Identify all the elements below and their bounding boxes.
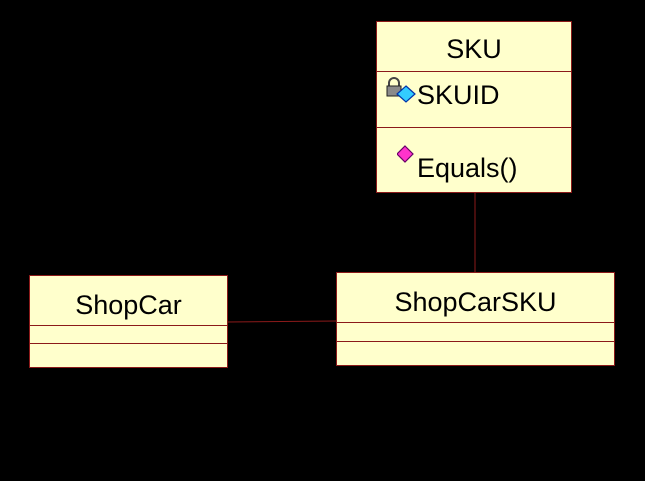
class-shopcarsku-operations: [337, 342, 614, 365]
operation-equals[interactable]: Equals(): [417, 153, 518, 183]
class-sku-name: SKU: [446, 34, 502, 64]
class-shopcarsku-divider: [337, 341, 614, 342]
class-shopcar-attributes: [30, 326, 227, 343]
class-sku-attributes: SKUID: [377, 72, 571, 127]
class-shopcarsku-name: ShopCarSKU: [394, 287, 557, 317]
attribute-skuid[interactable]: SKUID: [417, 80, 500, 110]
class-shopcar[interactable]: ShopCar: [29, 275, 228, 368]
class-shopcarsku[interactable]: ShopCarSKU: [336, 272, 615, 366]
class-sku-divider: [377, 71, 571, 72]
class-sku[interactable]: SKU SKUID Equals(: [376, 21, 572, 193]
private-attribute-icon: [385, 76, 419, 113]
association-shopcar-shopcarsku[interactable]: [226, 320, 338, 323]
class-shopcarsku-divider: [337, 322, 614, 323]
class-sku-divider: [377, 127, 571, 128]
class-shopcar-divider: [30, 325, 227, 326]
public-operation-icon: [396, 144, 417, 169]
class-shopcarsku-attributes: [337, 323, 614, 341]
class-shopcar-divider: [30, 343, 227, 344]
class-sku-name-compartment: SKU: [377, 22, 571, 72]
class-sku-operations: Equals(): [377, 128, 571, 192]
class-shopcar-name: ShopCar: [75, 290, 182, 320]
class-shopcar-operations: [30, 344, 227, 367]
class-shopcarsku-name-compartment: ShopCarSKU: [337, 273, 614, 323]
class-shopcar-name-compartment: ShopCar: [30, 276, 227, 326]
